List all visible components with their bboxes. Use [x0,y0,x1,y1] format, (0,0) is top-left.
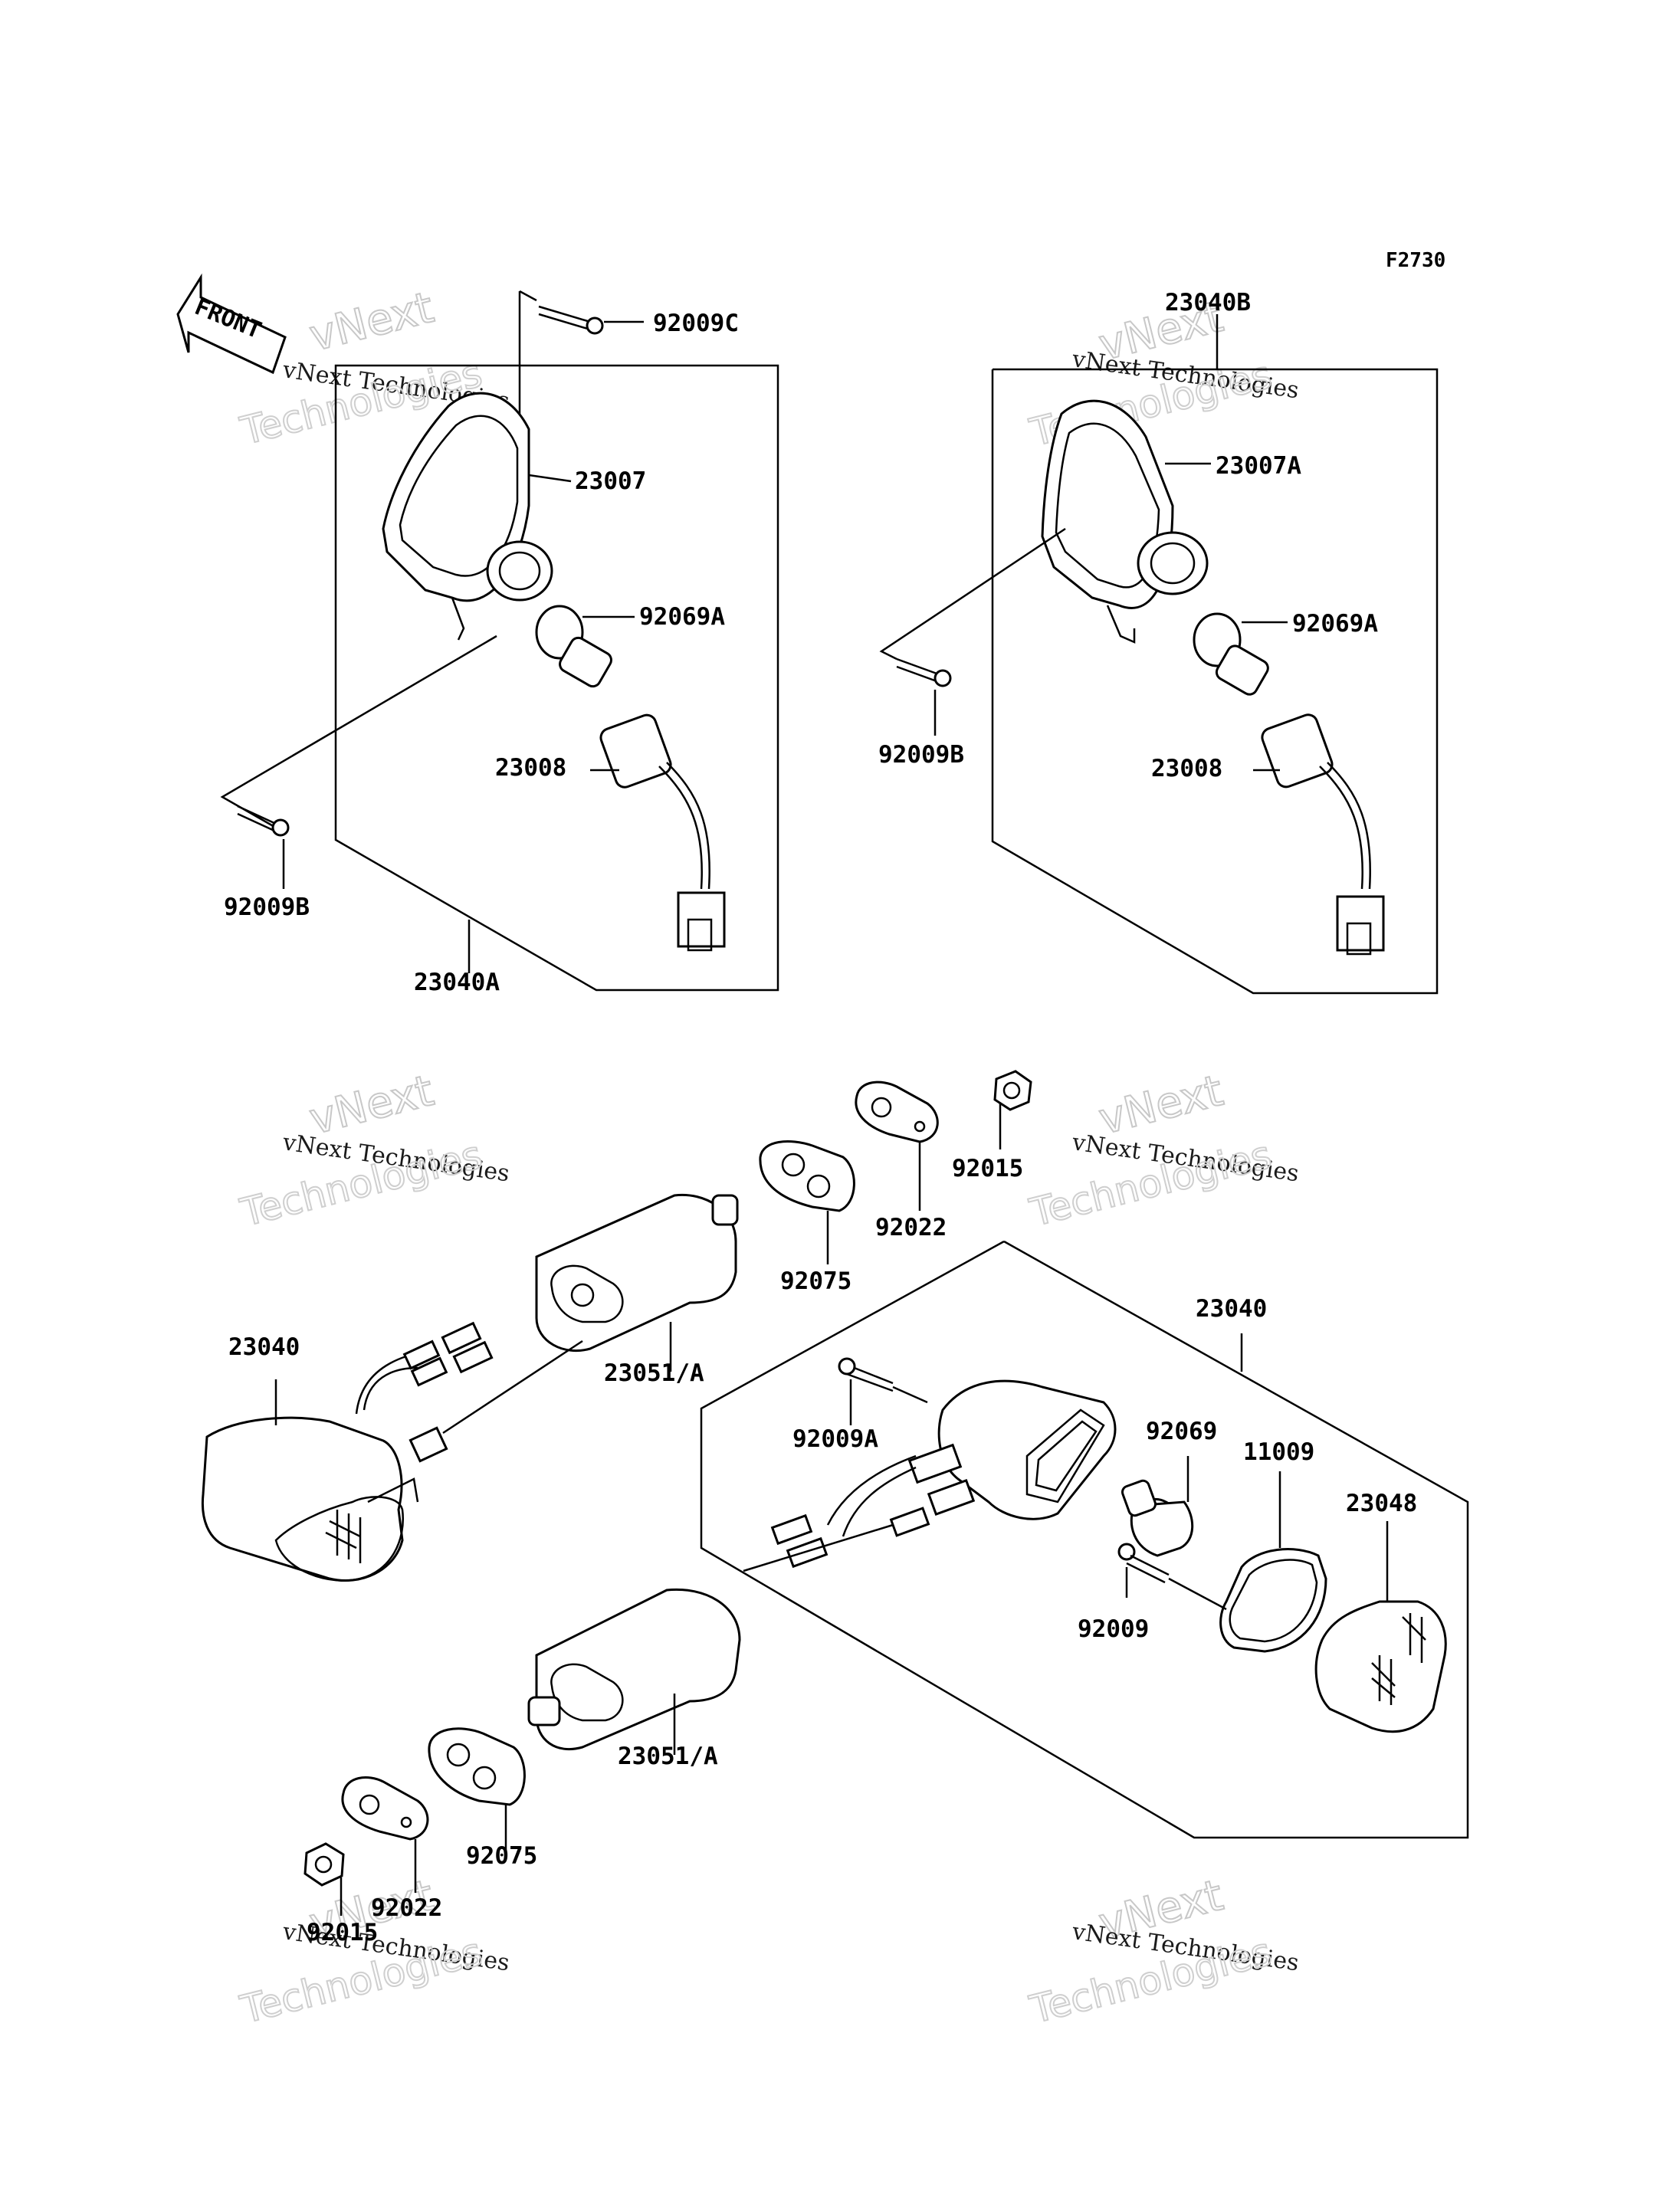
label-92009C: 92009C [653,310,739,337]
socket-23008-right [1253,713,1385,956]
watermark: vNext vNext Technologies Technologies [235,1065,511,1236]
lens-housing-23007 [382,392,572,641]
screw-92009B-right [879,527,1066,736]
nut-92015-bottom [304,1842,345,1916]
blinker-body-right [743,1379,1117,1572]
svg-text:vNext: vNext [305,283,438,362]
label-92009B-left: 92009B [224,894,310,921]
label-23051A-top: 23051/A [604,1359,704,1387]
plate-92022-top [855,1080,939,1211]
bulb-92069 [1121,1456,1194,1557]
assembly-23040B [879,314,1439,995]
svg-text:vNext: vNext [1094,1066,1228,1145]
assembly-23040A [220,290,779,992]
rubber-92075-bottom [428,1727,526,1854]
label-92022-bottom: 92022 [371,1894,442,1922]
label-92075-top: 92075 [780,1267,851,1295]
lens-housing-23007A [1041,399,1211,644]
nut-92015-top [993,1070,1032,1149]
lens-pattern [1371,1613,1426,1705]
label-23040A: 23040A [414,969,500,996]
watermark: vNext vNext Technologies Technologies [1025,1870,1301,2033]
rubber-92075-top [759,1140,855,1264]
lens-23048 [1314,1521,1447,1733]
screw-92009B-left [220,635,497,889]
label-92069: 92069 [1146,1418,1217,1445]
label-92009: 92009 [1078,1615,1149,1643]
screw-92009A [838,1357,928,1425]
label-92009A: 92009A [792,1425,878,1453]
socket-23008 [590,713,726,952]
screw-92009C [518,290,644,429]
assembly-23040-right [700,1240,1469,1839]
label-23008-left: 23008 [495,754,566,782]
bulb-92069A-right [1193,612,1288,696]
label-92015-top: 92015 [952,1155,1023,1182]
label-23040B: 23040B [1165,289,1251,316]
tube-23051A-bottom [527,1588,741,1755]
bulb-92069A [535,605,635,688]
watermark: vNext vNext Technologies Technologies [1025,1065,1301,1236]
label-23040-left: 23040 [228,1333,300,1361]
label-23040-right: 23040 [1196,1295,1267,1323]
screw-92009 [1117,1543,1227,1611]
label-23051A-bottom: 23051/A [618,1743,718,1770]
label-92075-bottom: 92075 [466,1842,537,1870]
label-23007: 23007 [575,467,646,495]
svg-text:vNext: vNext [305,1066,438,1145]
label-11009: 11009 [1243,1438,1314,1466]
tube-23051A-top [535,1193,739,1372]
plate-92022-bottom [341,1776,429,1893]
label-92009B-right: 92009B [878,741,964,769]
diagram-code: F2730 [1386,249,1445,272]
label-23048: 23048 [1346,1490,1417,1517]
gasket-11009 [1219,1471,1327,1653]
label-23007A: 23007A [1216,452,1301,480]
label-92069A-right: 92069A [1292,610,1378,638]
front-arrow-icon: FRONT [176,273,287,375]
label-23008-right: 23008 [1151,755,1222,782]
label-92022-top: 92022 [875,1214,947,1241]
label-92069A-left: 92069A [639,603,725,631]
blinker-23040-left [201,1321,583,1582]
label-92015-bottom: 92015 [307,1919,378,1946]
